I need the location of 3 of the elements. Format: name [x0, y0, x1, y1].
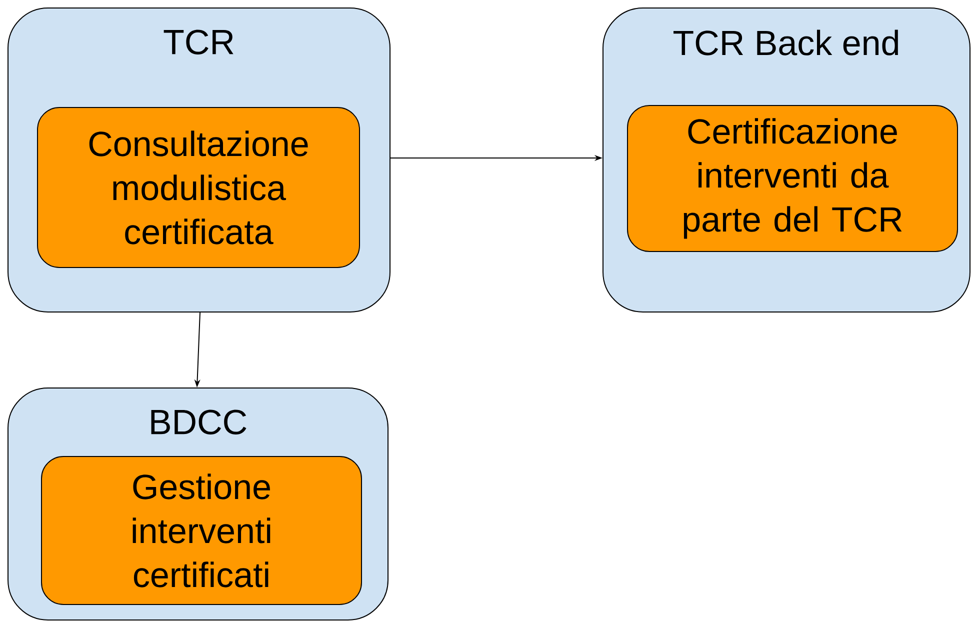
- process-box: Consultazione modulistica certificata: [37, 107, 360, 268]
- process-box: Gestione interventi certificati: [41, 456, 362, 605]
- process-box: Certificazione interventi da parte del TCR: [627, 105, 958, 252]
